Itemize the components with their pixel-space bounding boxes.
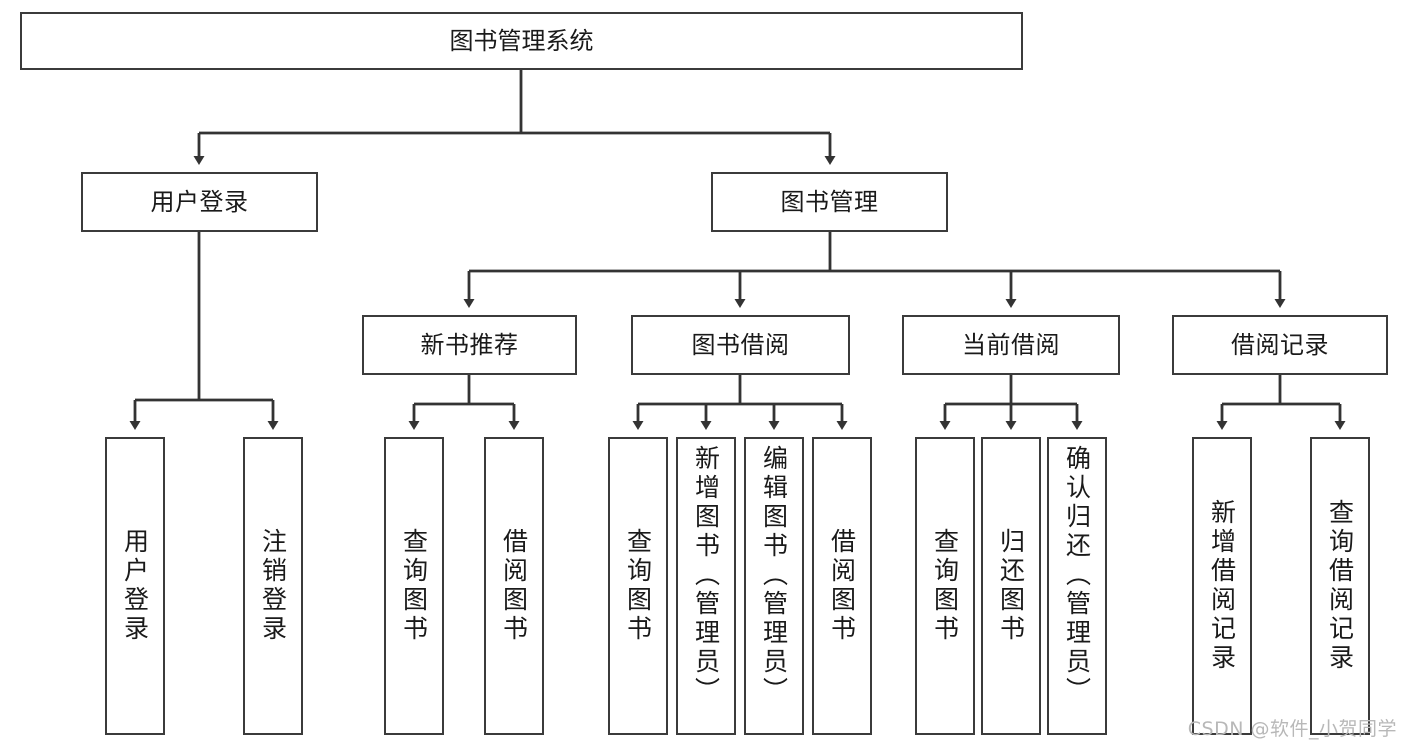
- node-label: 新书推荐: [420, 330, 519, 359]
- node-user-login[interactable]: 用户登录: [81, 172, 318, 232]
- node-leaf-add-record[interactable]: 新增借阅记录: [1192, 437, 1252, 735]
- node-label: 新增图书（管理员）: [691, 445, 721, 706]
- node-label: 图书借阅: [691, 330, 790, 359]
- node-leaf-add-book[interactable]: 新增图书（管理员）: [676, 437, 736, 735]
- node-leaf-query-record[interactable]: 查询借阅记录: [1310, 437, 1370, 735]
- node-label: 归还图书: [996, 528, 1026, 644]
- node-label: 借阅图书: [499, 528, 529, 644]
- node-label: 查询图书: [399, 528, 429, 644]
- node-label: 图书管理: [780, 187, 879, 216]
- node-new-book-recommend[interactable]: 新书推荐: [362, 315, 577, 375]
- node-leaf-borrow-book-2[interactable]: 借阅图书: [812, 437, 872, 735]
- node-label: 用户登录: [120, 528, 150, 644]
- node-label: 用户登录: [150, 187, 249, 216]
- node-leaf-return-book[interactable]: 归还图书: [981, 437, 1041, 735]
- node-book-manage[interactable]: 图书管理: [711, 172, 948, 232]
- node-leaf-query-book-2[interactable]: 查询图书: [608, 437, 668, 735]
- node-book-borrow[interactable]: 图书借阅: [631, 315, 850, 375]
- node-label: 查询图书: [930, 528, 960, 644]
- node-leaf-borrow-book-1[interactable]: 借阅图书: [484, 437, 544, 735]
- node-current-borrow[interactable]: 当前借阅: [902, 315, 1120, 375]
- node-label: 编辑图书（管理员）: [759, 445, 789, 706]
- node-label: 图书管理系统: [449, 26, 594, 55]
- node-label: 查询图书: [623, 528, 653, 644]
- node-label: 借阅记录: [1231, 330, 1329, 359]
- node-leaf-confirm-return[interactable]: 确认归还（管理员）: [1047, 437, 1107, 735]
- node-leaf-user-login[interactable]: 用户登录: [105, 437, 165, 735]
- node-label: 确认归还（管理员）: [1062, 445, 1092, 706]
- node-root-system[interactable]: 图书管理系统: [20, 12, 1023, 70]
- node-label: 注销登录: [258, 528, 288, 644]
- node-leaf-query-book-3[interactable]: 查询图书: [915, 437, 975, 735]
- node-label: 查询借阅记录: [1325, 499, 1355, 673]
- node-label: 当前借阅: [962, 330, 1060, 359]
- node-borrow-record[interactable]: 借阅记录: [1172, 315, 1388, 375]
- node-label: 新增借阅记录: [1207, 499, 1237, 673]
- node-leaf-query-book-1[interactable]: 查询图书: [384, 437, 444, 735]
- node-label: 借阅图书: [827, 528, 857, 644]
- node-leaf-logout-login[interactable]: 注销登录: [243, 437, 303, 735]
- node-leaf-edit-book[interactable]: 编辑图书（管理员）: [744, 437, 804, 735]
